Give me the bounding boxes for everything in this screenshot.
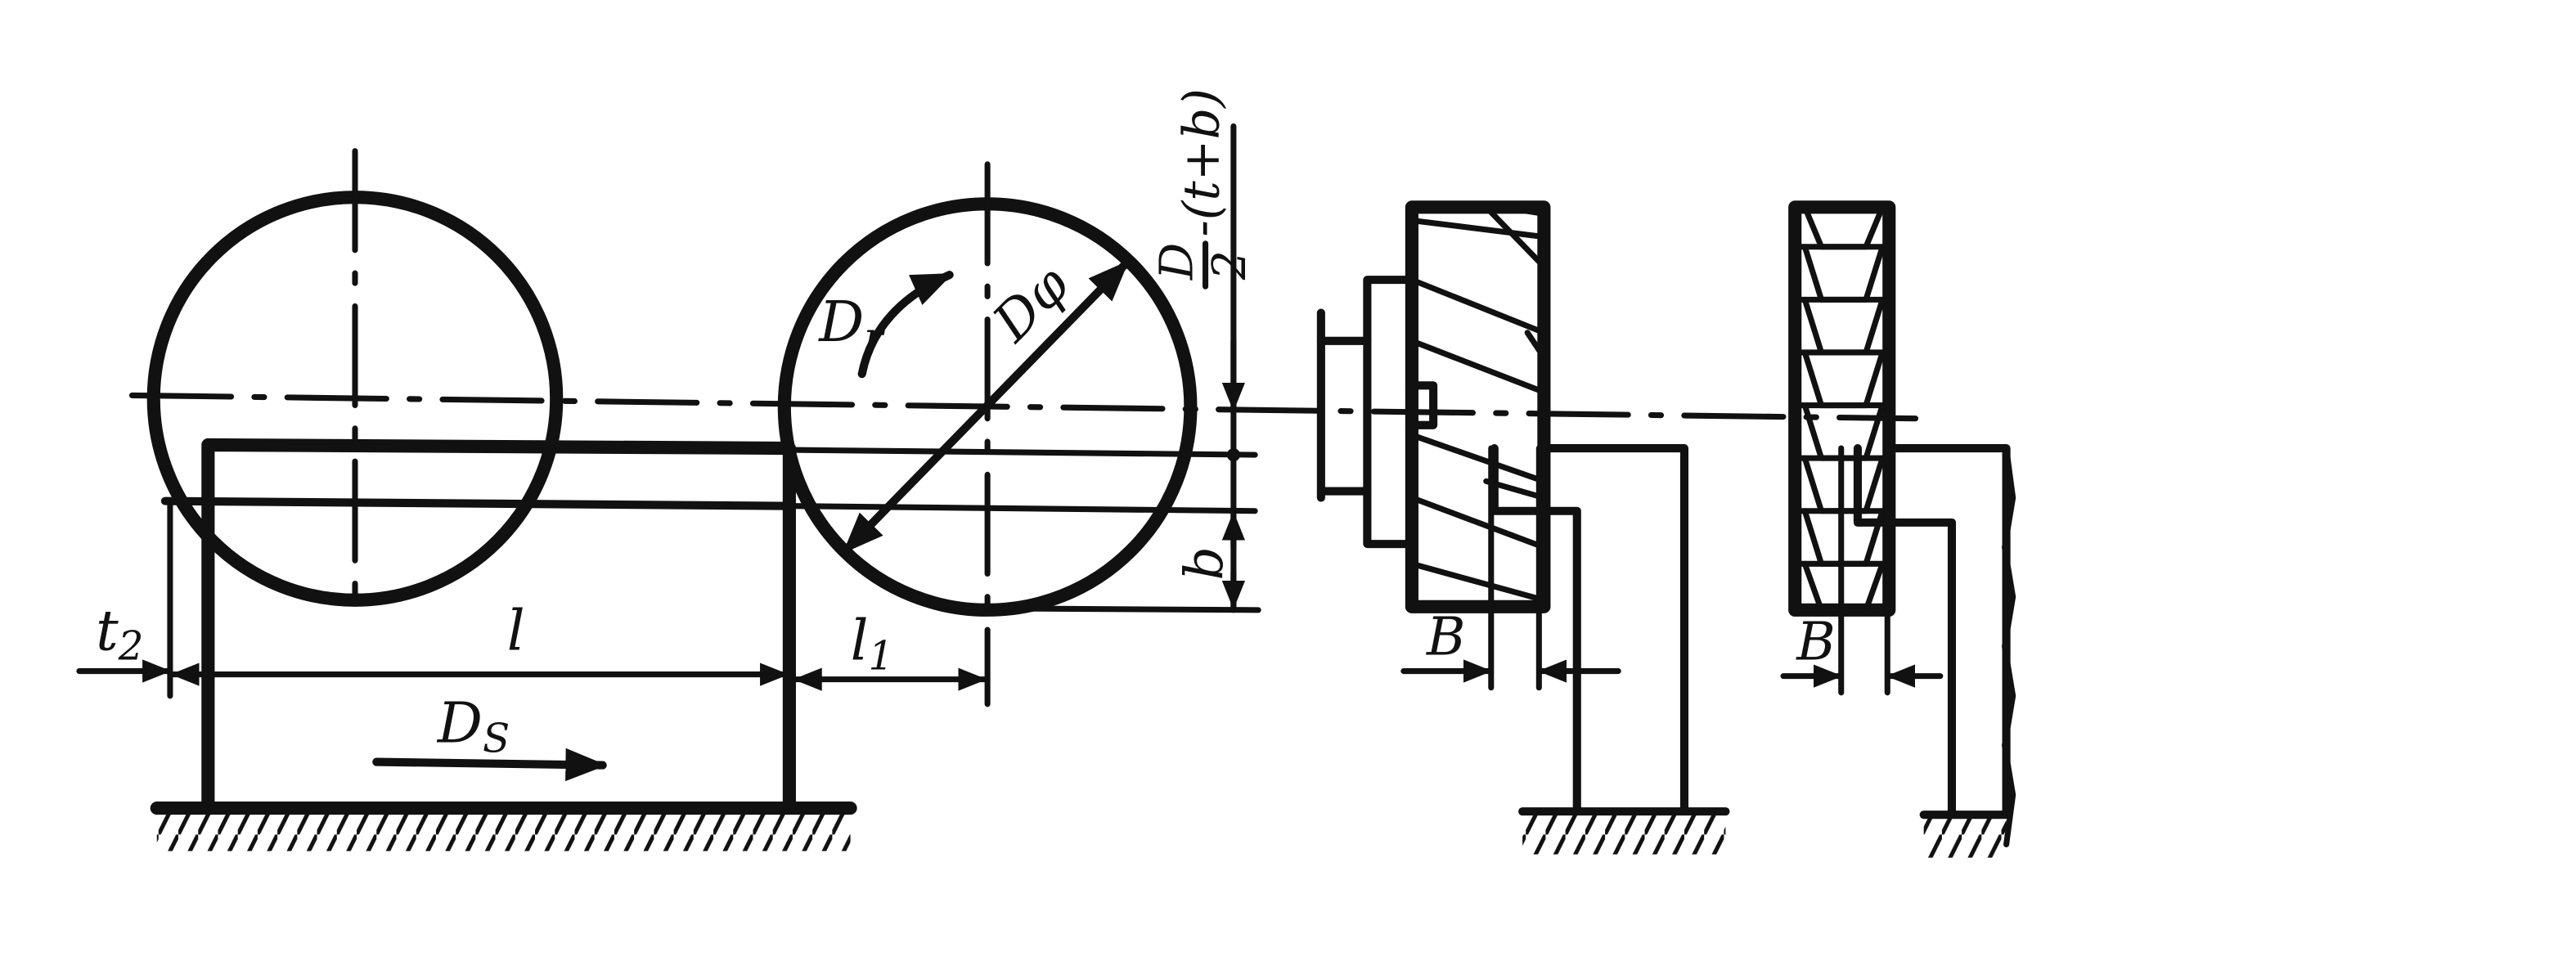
dimension-point [1226, 448, 1240, 462]
diameter-label: Dφ [981, 254, 1081, 353]
b-label-right: B [1796, 611, 1835, 672]
cutter-teeth-right [1792, 204, 1892, 613]
axis-line [128, 392, 1919, 422]
feed-arrow [372, 748, 607, 782]
svg-text:-(t+b): -(t+b) [1174, 88, 1231, 237]
right-side-view: B [1780, 200, 2016, 858]
cutter-teeth [1409, 204, 1547, 604]
l1-label: l1 [851, 608, 894, 679]
ground-hatch-right [1923, 818, 2007, 858]
middle-side-view: B [1316, 200, 1730, 855]
cutter-bottom-extension [987, 605, 1261, 613]
left-view: t2 l l1 DS Dr Dφ b D 2 -(t+b) [76, 88, 1919, 851]
svg-text:D: D [1150, 243, 1203, 281]
ground-hatch-middle [1522, 815, 1726, 855]
rotation-label: Dr [817, 290, 885, 361]
diameter-line [841, 258, 1131, 555]
break-line [2002, 445, 2016, 848]
feed-label: DS [436, 690, 510, 761]
fixture [1540, 443, 1689, 813]
workpiece-right [1853, 443, 1957, 816]
cut-depth-extension [789, 503, 1258, 514]
cutter-body [1405, 200, 1551, 613]
key-slot [1407, 381, 1438, 429]
t2-label: t2 [96, 598, 143, 669]
l-label: l [507, 598, 525, 663]
workpiece-outline [201, 438, 796, 811]
b-label-middle: B [1426, 606, 1465, 667]
table-hatch [156, 811, 851, 851]
b-label: b [1174, 546, 1235, 580]
cut-depth-line [160, 496, 797, 510]
workpiece-step [1490, 443, 1581, 813]
svg-text:2: 2 [1203, 250, 1257, 281]
offset-formula: D 2 -(t+b) [1150, 88, 1257, 290]
